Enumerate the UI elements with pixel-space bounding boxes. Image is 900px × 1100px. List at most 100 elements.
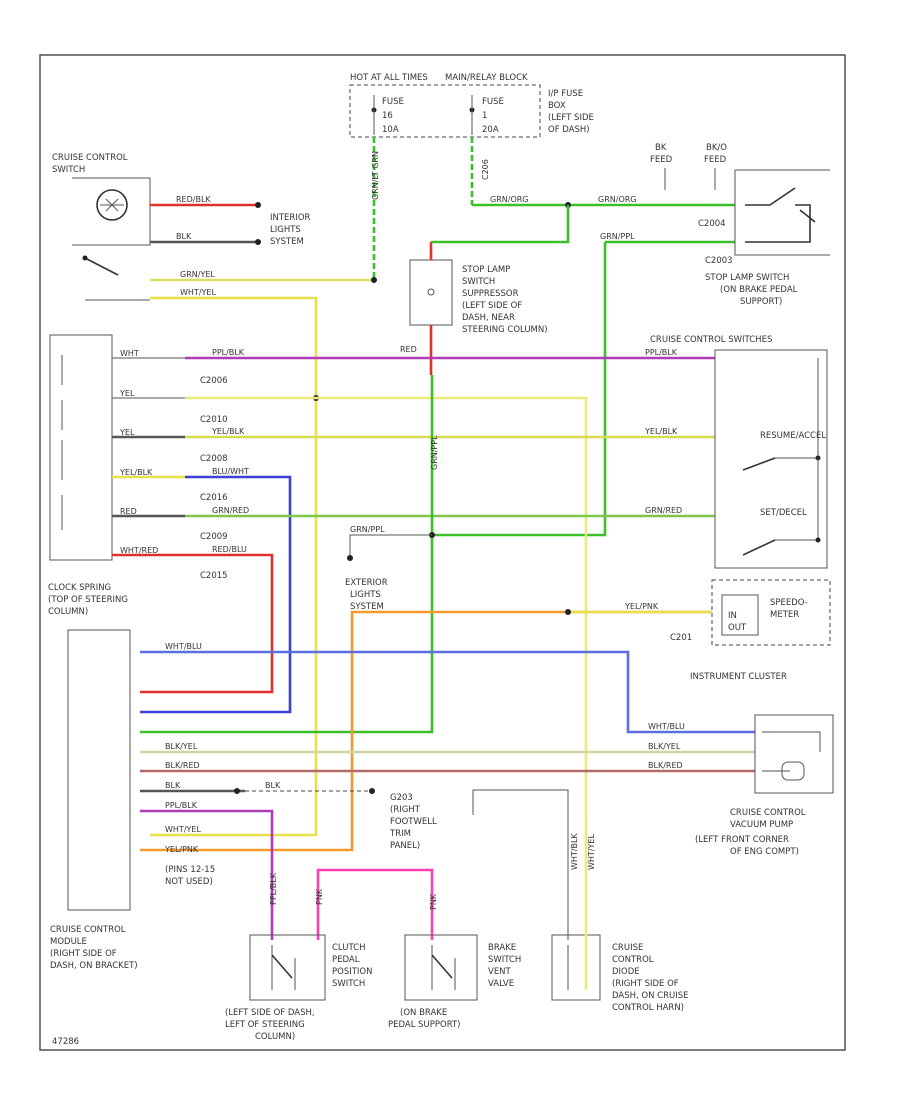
interior-lights-terminal-2 (255, 239, 261, 245)
stop-switch-label-2: (ON BRAKE PEDAL (720, 285, 798, 295)
clutch-switch-leads (271, 945, 296, 990)
pins-not-used-2: NOT USED) (165, 877, 213, 887)
fuse-right-label: FUSE (482, 97, 504, 107)
clock-spring: CLOCK SPRING (TOP OF STEERING COLUMN) (48, 334, 128, 617)
clutch-loc-label-2: LEFT OF STEERING (225, 1020, 305, 1030)
set-decel-return (775, 458, 819, 541)
diode-label-3: DIODE (612, 967, 640, 977)
stub-label-4: YEL/BLK (119, 468, 153, 477)
clutch-label-3: POSITION (332, 967, 372, 977)
fuse-left-label: FUSE (382, 97, 404, 107)
stub-label-2: YEL (119, 389, 135, 398)
pins-not-used-1: (PINS 12-15 (165, 865, 215, 875)
wire-label-yel-blk: YEL/BLK (211, 427, 245, 436)
wire-label-grn-ppl-v: GRN/PPL (430, 435, 439, 470)
stop-switch-outline (734, 169, 830, 256)
actuator-label-4: OF ENG COMPT) (730, 847, 799, 857)
cruise-control-actuator: CRUISE CONTROL VACUUM PUMP (LEFT FRONT C… (695, 714, 834, 857)
brake-label-3: VENT (488, 967, 512, 977)
wire-pnk (316, 868, 434, 940)
wire-label-c206: C206 (481, 159, 490, 180)
exterior-lights-label-1: EXTERIOR (345, 578, 388, 588)
module-label-3: (RIGHT SIDE OF (50, 949, 117, 959)
wire-label-blk-red: BLK/RED (165, 761, 200, 770)
clutch-switch-body (249, 934, 326, 1001)
cc-switches-label: CRUISE CONTROL SWITCHES (650, 335, 772, 345)
wire-label-blk: BLK (176, 232, 192, 241)
set-decel-label: SET/DECEL (760, 508, 807, 518)
diode-label-5: DASH, ON CRUISE (612, 991, 689, 1001)
clock-spring-label-2: (TOP OF STEERING (48, 595, 128, 605)
wire-label-red: RED (400, 345, 417, 354)
speedo-in-label: IN (728, 611, 737, 621)
diagram-frame (39, 54, 846, 1051)
splice-yel-pnk (565, 609, 571, 615)
fuse-box-label-2: BOX (548, 101, 566, 111)
wire-label-blk-yel: BLK/YEL (165, 742, 198, 751)
c201-label: C201 (670, 633, 692, 643)
c2010-label: C2010 (200, 415, 228, 425)
stop-supp-label-1: STOP LAMP (462, 265, 510, 275)
interior-lights-label-1: INTERIOR (270, 213, 311, 223)
fuse-right-number: 1 (482, 111, 487, 121)
interior-lights-label-3: SYSTEM (270, 237, 304, 247)
fuse-box-label-4: OF DASH) (548, 125, 590, 135)
ground-label-5: PANEL) (390, 841, 420, 851)
instrument-cluster-outline (711, 579, 831, 646)
clock-spring-body (49, 334, 113, 561)
cruise-switch-outline (72, 177, 151, 246)
wire-grn-ppl-down (432, 242, 607, 537)
actuator-body (754, 714, 834, 794)
wire-label-ppl-blk: PPL/BLK (212, 348, 245, 357)
instrument-cluster-label: INSTRUMENT CLUSTER (690, 672, 787, 682)
splice-ground (234, 788, 240, 794)
wire-label-grn-red-r: GRN/RED (645, 506, 682, 515)
diode-label-6: CONTROL HARN) (612, 1003, 684, 1013)
bk-feed-label-2: FEED (650, 155, 673, 165)
actuator-label-1: CRUISE CONTROL (730, 808, 806, 818)
wire-label-grn-ppl: GRN/PPL (600, 232, 635, 241)
brake-switch-contact-icon (431, 954, 453, 979)
c2008-label: C2008 (200, 454, 228, 464)
wire-wht-blu (140, 650, 755, 734)
wire-label-clutch-1: PPL/BLK (269, 872, 278, 905)
wire-grn-org-branch (431, 205, 570, 244)
interior-lights-label-2: LIGHTS (270, 225, 301, 235)
brake-switch-leads (431, 945, 456, 990)
bk-feed-label-1: BK (655, 143, 667, 153)
wire-label-blk-red-r: BLK/RED (648, 761, 683, 770)
wire-label-grn-yel: GRN/YEL (180, 270, 215, 279)
stop-supp-label-2: SWITCH (462, 277, 495, 287)
ground-label-4: TRIM (389, 829, 411, 839)
brake-switch-body (404, 934, 478, 1001)
ground-label-3: FOOTWELL (390, 817, 437, 827)
brake-loc-label-2: PEDAL SUPPORT) (388, 1020, 461, 1030)
fuse-box-label-3: (LEFT SIDE (548, 113, 594, 123)
brake-label-2: SWITCH (488, 955, 521, 965)
c2016-label: C2016 (200, 493, 228, 503)
module-label-4: DASH, ON BRACKET) (50, 961, 138, 971)
module-label-2: MODULE (50, 937, 87, 947)
stop-switch-contact-2 (745, 204, 811, 243)
diode-label-4: (RIGHT SIDE OF (612, 979, 679, 989)
exterior-lights-terminal (347, 555, 353, 561)
speedo-out-label: OUT (728, 623, 747, 633)
stop-switch-label-1: STOP LAMP SWITCH (705, 273, 789, 283)
cruise-switch-label-2: SWITCH (52, 165, 85, 175)
resume-accel-return (775, 358, 819, 459)
wire-label-blu-wht: BLU/WHT (212, 467, 249, 476)
brake-loc-label-1: (ON BRAKE (400, 1008, 447, 1018)
resume-accel-switch-icon (742, 457, 776, 471)
stub-label-1: WHT (120, 349, 139, 358)
resume-accel-label: RESUME/ACCEL (760, 431, 826, 441)
stop-lamp-switch: BK FEED BK/O FEED C2004 C2003 STOP LAMP … (650, 143, 830, 307)
cruise-switch-lamp-filament (100, 198, 124, 212)
module-label-1: CRUISE CONTROL (50, 925, 126, 935)
set-decel-switch-icon (742, 539, 776, 556)
cruise-control-module: CRUISE CONTROL MODULE (RIGHT SIDE OF DAS… (50, 629, 215, 971)
diode-label-2: CONTROL (612, 955, 654, 965)
set-decel-node (815, 537, 821, 543)
bko-feed-label-2: FEED (704, 155, 727, 165)
wire-label-fuse16: GRN/LT GRN (371, 151, 380, 200)
